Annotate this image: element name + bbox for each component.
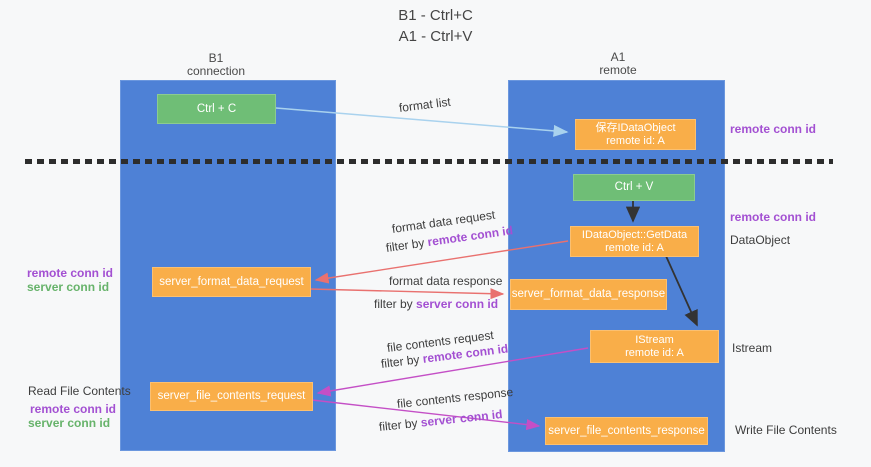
label-format-list: format list [398,94,452,115]
label-read-file-contents: Read File Contents [28,384,131,398]
node-server-format-data-response-label: server_format_data_response [511,288,666,300]
right-column-role: remote [599,63,637,77]
node-server-file-contents-response: server_file_contents_response [545,417,708,445]
node-server-file-contents-response-label: server_file_contents_response [548,424,705,437]
label-remote-conn-id-top-left: remote conn id [27,266,114,280]
label-format-data-response-filter-prefix: filter by [374,297,417,311]
right-column-name: A1 [610,50,626,64]
node-server-format-data-request-label: server_format_data_request [159,275,304,288]
node-istream: IStream remote id: A [590,330,719,363]
node-idataobject-getdata: IDataObject::GetData remote id: A [570,226,699,257]
label-remote-conn-id-top-right: remote conn id [730,122,817,136]
label-dataobject: DataObject [730,233,791,247]
node-istream-line1: IStream [635,333,674,346]
label-format-data-response: format data response [389,274,503,288]
node-save-idataobject-line1: 保存IDataObject [595,121,676,134]
node-istream-line2: remote id: A [625,346,684,359]
title-line-1: B1 - Ctrl+C [398,7,473,24]
node-idataobject-getdata-line1: IDataObject::GetData [581,228,688,241]
left-column-name: B1 [208,51,224,65]
node-server-format-data-request: server_format_data_request [152,267,311,297]
node-ctrl-c-label: Ctrl + C [196,102,237,115]
node-idataobject-getdata-line2: remote id: A [605,241,664,254]
label-server-conn-id-top-left: server conn id [27,280,110,294]
left-column-header: B1 connection [156,52,276,78]
arrow-format-data-response [309,288,505,300]
diagram-title: B1 - Ctrl+C A1 - Ctrl+V [0,5,871,47]
label-format-data-request-filter-prefix: filter by [385,235,429,255]
node-server-file-contents-request: server_file_contents_request [150,382,313,411]
label-remote-conn-id-mid-right: remote conn id [730,210,817,224]
node-ctrl-v-label: Ctrl + V [614,181,654,193]
label-remote-conn-id-bottom-left: remote conn id [30,402,117,416]
label-format-data-response-filter: filter by server conn id [374,297,498,311]
label-file-contents-response-filter: filter by server conn id [378,407,503,434]
node-server-file-contents-request-label: server_file_contents_request [157,390,306,402]
right-column-header: A1 remote [558,51,678,77]
label-file-contents-response-filter-highlight: server conn id [420,407,504,430]
title-line-2: A1 - Ctrl+V [398,28,473,45]
label-format-data-response-filter-highlight: server conn id [416,297,499,311]
label-write-file-contents: Write File Contents [735,423,837,437]
node-ctrl-c: Ctrl + C [157,94,276,124]
label-istream-right: Istream [732,341,773,355]
label-server-conn-id-bottom-left: server conn id [28,416,111,430]
label-file-contents-response-filter-prefix: filter by [378,415,422,434]
label-file-contents-request-filter-prefix: filter by [380,351,424,371]
copy-paste-separator-line [25,159,833,164]
node-save-idataobject: 保存IDataObject remote id: A [575,119,696,150]
node-ctrl-v: Ctrl + V [573,174,695,201]
left-column-role: connection [186,64,246,78]
node-save-idataobject-line2: remote id: A [606,134,665,147]
node-server-format-data-response: server_format_data_response [510,279,667,310]
